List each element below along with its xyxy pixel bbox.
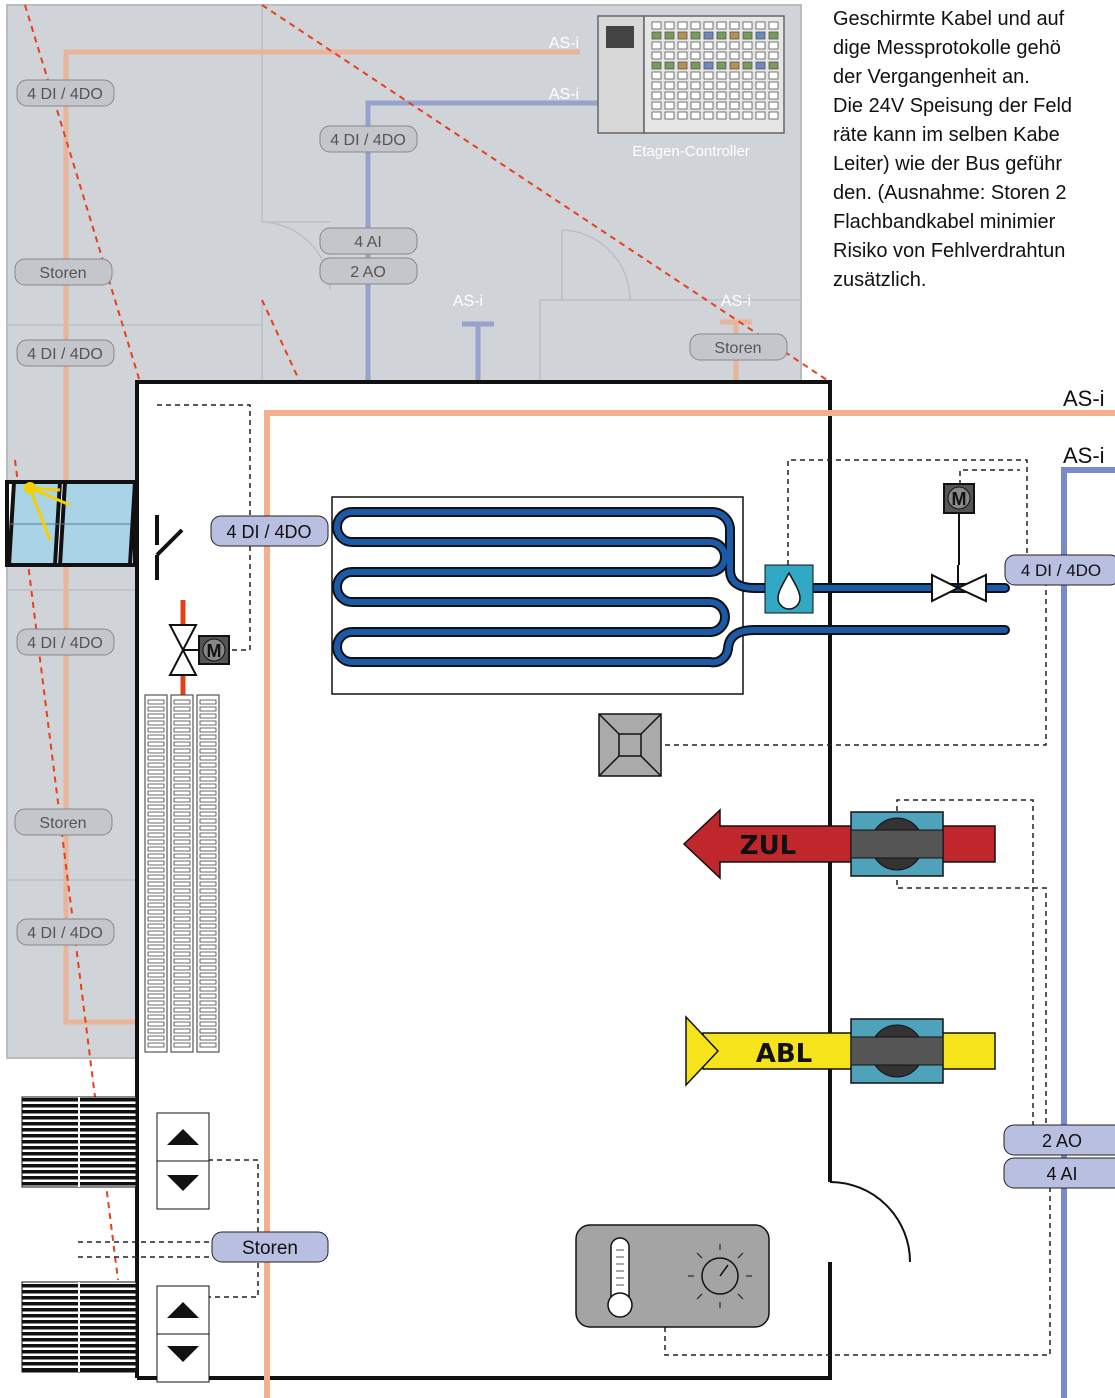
- presence-sensor-icon: [598, 713, 662, 777]
- module-box: 2 AO: [319, 257, 418, 285]
- note-line: Flachbandkabel minimier: [833, 211, 1056, 233]
- module-box: Storen: [211, 1231, 329, 1263]
- exhaust-duct: [685, 1015, 996, 1087]
- note-line: Leiter) wie der Bus geführ: [833, 153, 1062, 175]
- up-arrow-icon: [167, 1129, 199, 1145]
- module-box: Storen: [14, 258, 113, 286]
- down-arrow-icon: [167, 1346, 199, 1362]
- asi-label-3: AS-i: [453, 293, 483, 310]
- motor-icon: M: [943, 483, 975, 565]
- svg-text:2 AO: 2 AO: [350, 264, 386, 281]
- controller-label: Etagen-Controller: [632, 143, 750, 160]
- projection-lines: [14, 4, 831, 1281]
- water-sensor-icon: [764, 564, 814, 614]
- asi-bus-blue: [1061, 467, 1115, 1398]
- module-box: 2 AO: [1003, 1124, 1115, 1156]
- svg-text:4 DI / 4DO: 4 DI / 4DO: [27, 925, 103, 942]
- switch-icon: [155, 515, 184, 580]
- module-box: 4 AI: [1003, 1157, 1115, 1189]
- svg-text:4 DI / 4DO: 4 DI / 4DO: [226, 522, 311, 542]
- note-line: Geschirmte Kabel und auf: [833, 8, 1065, 30]
- svg-text:Storen: Storen: [39, 815, 86, 832]
- supply-duct-label: ZUL: [740, 831, 797, 861]
- module-box: 4 DI / 4DO: [16, 79, 115, 107]
- radiator-icon: [144, 694, 220, 1053]
- background-modules: 4 DI / 4DO 4 DI / 4DO 4 AI 2 AO Storen S…: [14, 79, 788, 946]
- note-line: Risiko von Fehlverdrahtun: [833, 240, 1065, 262]
- asi-label-2: AS-i: [549, 86, 579, 103]
- valve-icon: [168, 600, 200, 695]
- svg-text:4 AI: 4 AI: [354, 234, 382, 251]
- damper-icon: [850, 1018, 944, 1084]
- valve-icon: [931, 565, 987, 603]
- asi-label-1: AS-i: [549, 35, 579, 52]
- ceiling-panel-icon: [331, 496, 1010, 695]
- module-box: 4 DI / 4DO: [16, 628, 115, 656]
- shutter-icon: [21, 1281, 137, 1373]
- up-arrow-icon: [167, 1302, 199, 1318]
- note-line: Die 24V Speisung der Feld: [833, 95, 1072, 117]
- svg-text:4 DI / 4DO: 4 DI / 4DO: [1021, 561, 1101, 580]
- floor-controller: Etagen-Controller: [597, 15, 785, 160]
- svg-text:4 DI / 4DO: 4 DI / 4DO: [330, 132, 406, 149]
- asi-label-right-blue: AS-i: [1063, 443, 1105, 468]
- svg-text:2 AO: 2 AO: [1042, 1131, 1082, 1151]
- module-box: 4 AI: [319, 227, 418, 255]
- svg-text:4 DI / 4DO: 4 DI / 4DO: [27, 346, 103, 363]
- thermostat-icon: [575, 1224, 770, 1328]
- window-icon: [5, 480, 138, 567]
- damper-icon: [850, 811, 944, 877]
- module-box: 4 DI / 4DO: [319, 125, 418, 153]
- note-line: zusätzlich.: [833, 269, 926, 291]
- module-box: 4 DI / 4DO: [16, 918, 115, 946]
- down-arrow-icon: [167, 1175, 199, 1191]
- note-line: räte kann im selben Kabe: [833, 124, 1060, 146]
- module-box: 4 DI / 4DO: [1004, 554, 1115, 586]
- svg-text:Storen: Storen: [242, 1238, 298, 1259]
- room-modules: 4 DI / 4DO 4 DI / 4DO 2 AO 4 AI Storen: [210, 515, 1115, 1263]
- note-line: dige Messprotokolle gehö: [833, 37, 1061, 59]
- svg-text:Storen: Storen: [39, 265, 86, 282]
- motor-label: M: [207, 641, 222, 661]
- motor-icon: M: [198, 635, 230, 665]
- shutter-switch-2: [156, 1285, 210, 1383]
- svg-text:4 DI / 4DO: 4 DI / 4DO: [27, 86, 103, 103]
- module-box: 4 DI / 4DO: [210, 515, 329, 547]
- svg-text:4 DI / 4DO: 4 DI / 4DO: [27, 635, 103, 652]
- shutter-icon: [21, 1096, 137, 1188]
- asi-bus-orange: [264, 410, 1115, 1398]
- asi-label-4: AS-i: [721, 293, 751, 310]
- motor-label-2: M: [952, 489, 967, 509]
- svg-text:Storen: Storen: [714, 340, 761, 357]
- note-line: der Vergangenheit an.: [833, 66, 1030, 88]
- asi-label-right-orange: AS-i: [1063, 386, 1105, 411]
- shutter-switch-1: [156, 1112, 210, 1210]
- note-line: den. (Ausnahme: Storen 2: [833, 182, 1066, 204]
- exhaust-duct-label: ABL: [756, 1039, 813, 1069]
- module-box: Storen: [14, 808, 113, 836]
- svg-text:4 AI: 4 AI: [1046, 1164, 1077, 1184]
- module-box: 4 DI / 4DO: [16, 339, 115, 367]
- module-box: Storen: [689, 333, 788, 361]
- note-text: Geschirmte Kabel und auf dige Messprotoko…: [833, 8, 1072, 291]
